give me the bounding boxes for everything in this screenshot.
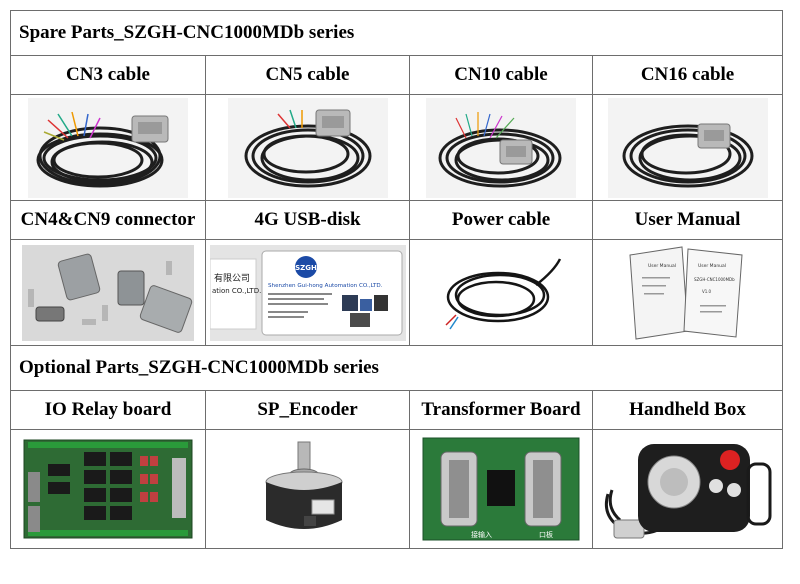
user-manual-label: User Manual <box>591 200 784 240</box>
sp-encoder-label: SP_Encoder <box>205 390 410 430</box>
transformer-board-label: Transformer Board <box>409 390 593 430</box>
connector-cell <box>10 239 206 346</box>
power-cable-label: Power cable <box>409 200 593 240</box>
manual-cover-title-left: User Manual <box>648 263 676 269</box>
power-cable-image <box>436 244 566 341</box>
cn10-cable-cell <box>409 94 593 201</box>
handheld-box-image <box>597 434 778 544</box>
cn10-cable-label: CN10 cable <box>409 55 593 95</box>
transformer-right-label: 口板 <box>539 530 553 539</box>
cn3-cable-cell <box>10 94 206 201</box>
user-manual-image: User Manual User Manual SZGH-CNC1000MDb … <box>617 244 758 341</box>
cn16-cable-cell <box>591 94 784 201</box>
parts-table: Spare Parts_SZGH-CNC1000MDb series CN3 c… <box>9 10 784 549</box>
transformer-board-image: 接输入 口板 <box>421 434 581 544</box>
cn5-cable-label: CN5 cable <box>205 55 410 95</box>
manual-cover-subtitle: SZGH-CNC1000MDb <box>694 277 735 282</box>
transformer-board-cell: 接输入 口板 <box>409 429 593 549</box>
spare-parts-title: Spare Parts_SZGH-CNC1000MDb series <box>9 10 784 56</box>
handheld-box-cell <box>591 429 784 549</box>
io-relay-board-cell <box>10 429 206 549</box>
io-relay-board-image <box>20 434 196 544</box>
usb-company: Shenzhen Gui-hong Automation CO.,LTD. <box>268 283 383 289</box>
cn4-cn9-connector-label: CN4&CN9 connector <box>10 200 206 240</box>
usb-disk-cell: 有限公司 ation CO.,LTD. SZGH Shenzhen Gui-ho… <box>205 239 410 346</box>
connector-image <box>22 244 194 341</box>
optional-parts-title: Optional Parts_SZGH-CNC1000MDb series <box>9 345 784 391</box>
user-manual-cell: User Manual User Manual SZGH-CNC1000MDb … <box>591 239 784 346</box>
usb-disk-label: 4G USB-disk <box>205 200 410 240</box>
usb-brand: SZGH <box>295 264 317 272</box>
usb-disk-image: 有限公司 ation CO.,LTD. SZGH Shenzhen Gui-ho… <box>209 244 406 341</box>
cn5-cable-cell <box>205 94 410 201</box>
cn10-cable-image <box>426 97 576 198</box>
io-relay-board-label: IO Relay board <box>10 390 206 430</box>
usb-left-text: 有限公司 <box>214 272 250 284</box>
handheld-box-label: Handheld Box <box>591 390 784 430</box>
cn16-cable-label: CN16 cable <box>591 55 784 95</box>
transformer-bottom-label: 接输入 <box>471 530 492 539</box>
sp-encoder-cell <box>205 429 410 549</box>
cn16-cable-image <box>607 97 768 198</box>
cn3-cable-image <box>28 97 188 198</box>
sp-encoder-image <box>247 434 368 544</box>
cn3-cable-label: CN3 cable <box>10 55 206 95</box>
usb-left-text-2: ation CO.,LTD. <box>212 287 261 295</box>
manual-version: V1.0 <box>702 289 712 294</box>
cn5-cable-image <box>227 97 388 198</box>
manual-cover-title-right: User Manual <box>698 263 726 269</box>
power-cable-cell <box>409 239 593 346</box>
